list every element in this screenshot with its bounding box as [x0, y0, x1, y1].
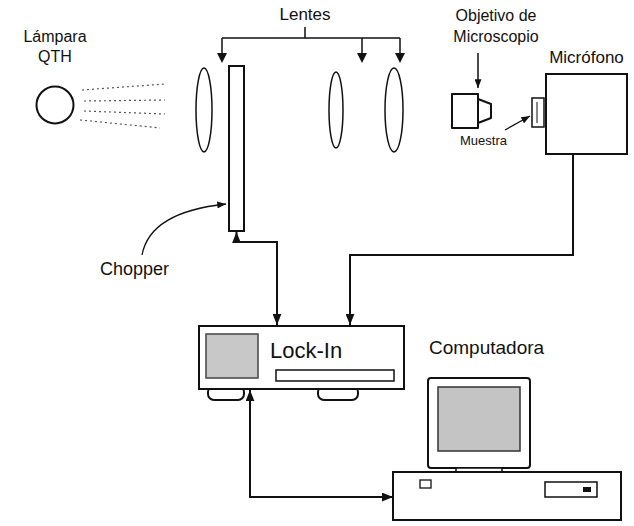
lens-bracket [222, 27, 400, 54]
objective-label: Objetivo de Microscopio [438, 6, 554, 48]
node-text: Lock-In [270, 337, 342, 365]
microscope-objective [452, 94, 491, 128]
sample-leader [505, 116, 530, 130]
microphone-box: Micrófono [545, 73, 628, 155]
lens-label: Lentes [270, 4, 340, 26]
sample-inner [537, 102, 538, 123]
computer-screen [438, 387, 520, 451]
computer-base [393, 472, 621, 520]
sample [532, 98, 544, 127]
node-text: Chopper [100, 258, 190, 281]
lamp-bulb [37, 87, 74, 124]
computer-monitor [428, 378, 530, 468]
computer-button [420, 480, 431, 488]
lockin-amplifier: Lock-In [198, 325, 405, 390]
light-rays [80, 84, 165, 128]
chopper-leader [142, 204, 226, 255]
lamp-outline [35, 85, 75, 125]
signal-connector [350, 155, 573, 325]
lockin-body [199, 326, 404, 389]
node-text: Lámpara QTH [15, 27, 95, 67]
sample-label: Muestra [460, 133, 507, 150]
bracket-arrowheads [217, 53, 405, 63]
lamp-circle: Lámpara QTH [35, 85, 75, 125]
computer-drive [545, 482, 597, 497]
node-text: Computadora [429, 336, 544, 360]
node-text: Micrófono [541, 47, 632, 68]
lockin-screen [206, 334, 258, 378]
signal-connector [250, 390, 393, 497]
objective-leader [477, 53, 479, 88]
chopper-blade: Chopper [228, 65, 245, 232]
lockin-slot [276, 370, 394, 381]
signal-connector [237, 232, 278, 325]
computer-drive-button [583, 487, 591, 492]
computer: Computadora [393, 378, 621, 520]
